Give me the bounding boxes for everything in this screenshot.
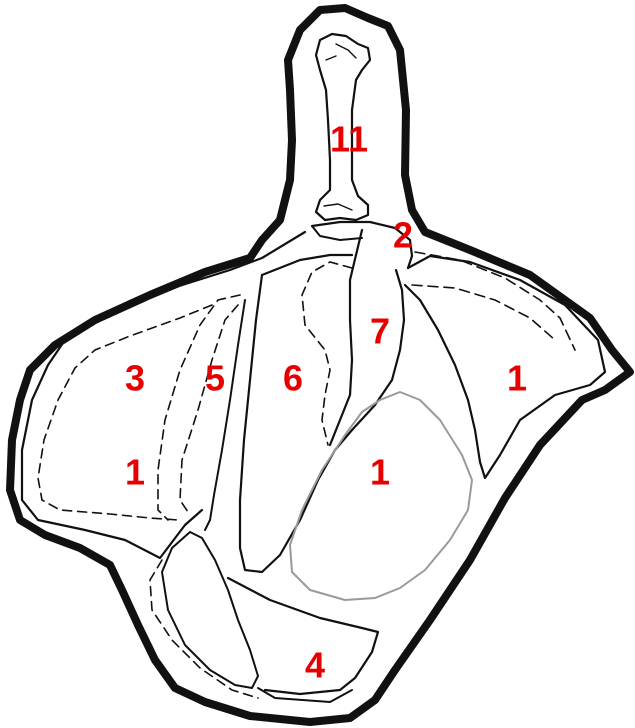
region-7-dashed xyxy=(302,262,352,445)
label-1-center: 1 xyxy=(370,452,390,493)
label-4: 4 xyxy=(305,645,325,686)
label-6: 6 xyxy=(283,358,303,399)
label-3: 3 xyxy=(125,358,145,399)
right-region-dashed xyxy=(412,285,555,340)
inner-outline xyxy=(22,232,305,558)
region-4-outline xyxy=(228,578,378,694)
lower-left-pocket xyxy=(162,532,258,688)
label-1-left: 1 xyxy=(125,452,145,493)
label-5: 5 xyxy=(205,358,225,399)
label-1-right: 1 xyxy=(507,358,527,399)
center-grey-outline xyxy=(290,392,472,600)
region-2-lower xyxy=(312,226,362,240)
right-region-outline xyxy=(405,256,605,478)
region-7-spine xyxy=(330,230,362,445)
label-7: 7 xyxy=(370,311,390,352)
label-11: 11 xyxy=(330,119,368,160)
outer-outline xyxy=(10,8,630,722)
right-region-dashed-2 xyxy=(415,252,575,350)
region-5-right-line xyxy=(205,300,245,530)
label-2: 2 xyxy=(393,215,413,256)
region-6-top xyxy=(262,255,352,275)
